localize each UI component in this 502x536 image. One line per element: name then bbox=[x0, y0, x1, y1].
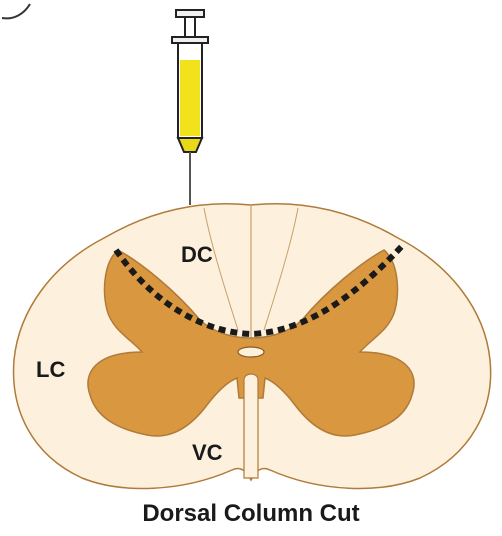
lateral-column-label: LC bbox=[36, 357, 65, 382]
figure-caption: Dorsal Column Cut bbox=[0, 500, 502, 528]
central-canal bbox=[238, 347, 264, 357]
ventral-fissure bbox=[244, 374, 258, 478]
pen-stroke bbox=[2, 4, 30, 18]
ventral-column-label: VC bbox=[192, 440, 223, 465]
dorsal-column-label: DC bbox=[181, 242, 213, 267]
syringe-icon bbox=[172, 10, 208, 205]
